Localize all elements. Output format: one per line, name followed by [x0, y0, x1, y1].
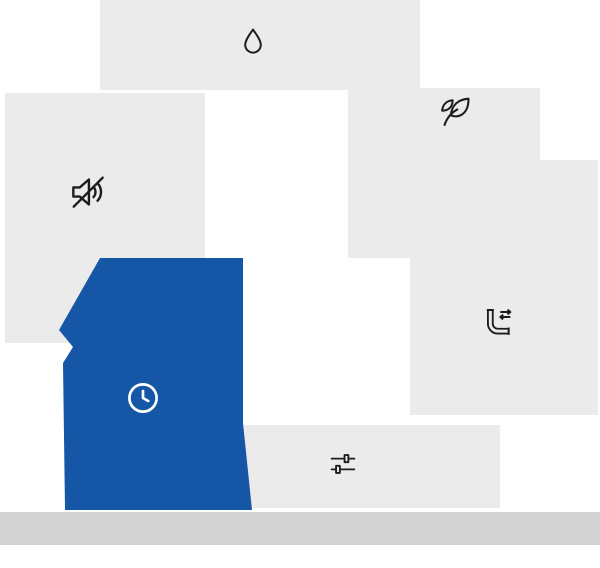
eco-leaf-icon — [436, 93, 474, 131]
sliders-icon — [326, 447, 360, 481]
blue-highlight-shape — [59, 258, 252, 510]
tile-settings[interactable] — [210, 425, 500, 508]
water-drop-icon — [236, 25, 270, 59]
bottom-bar-strip — [0, 512, 600, 545]
tile-water[interactable] — [100, 0, 420, 90]
clock-icon — [124, 379, 162, 417]
speaker-mute-icon — [66, 170, 110, 214]
tile-hose[interactable] — [410, 160, 598, 415]
hose-swap-icon — [477, 302, 517, 342]
tile-delay-selected[interactable] — [55, 257, 255, 511]
